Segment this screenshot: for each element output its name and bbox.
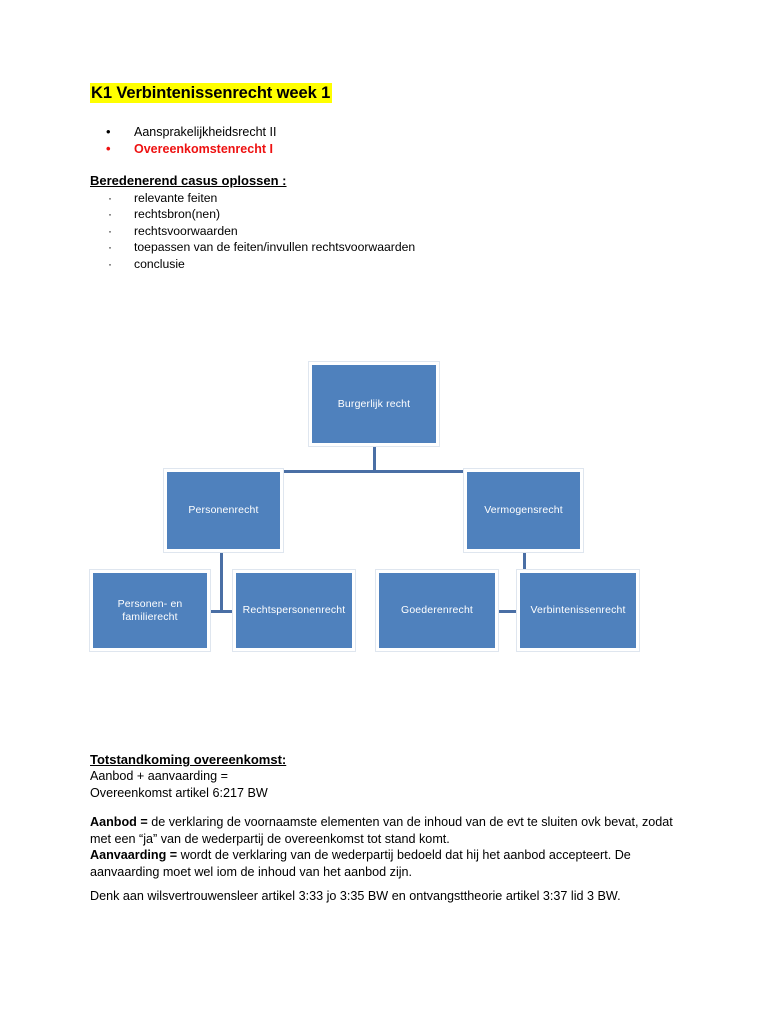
node-goederenrecht[interactable]: Goederenrecht — [375, 569, 499, 652]
casus-steps-list: · relevante feiten · rechtsbron(nen) · r… — [106, 190, 586, 272]
node-label: Rechtspersonenrecht — [242, 604, 346, 616]
list-item: · toepassen van de feiten/invullen recht… — [106, 239, 586, 255]
page-title-text: K1 Verbintenissenrecht week 1 — [90, 83, 333, 103]
step-label: relevante feiten — [134, 191, 218, 205]
node-label: Vermogensrecht — [484, 504, 563, 516]
bullet-icon: • — [106, 141, 111, 156]
step-label: rechtsvoorwaarden — [134, 223, 238, 238]
formula-line-2: Overeenkomst artikel 6:217 BW — [90, 785, 268, 800]
connector-personenrecht-stub — [196, 610, 248, 613]
totstandkoming-heading: Totstandkoming overeenkomst: — [90, 752, 287, 767]
aanvaarding-text: wordt de verklaring van de wederpartij b… — [90, 848, 631, 879]
bullet-icon: · — [108, 223, 112, 238]
node-burgerlijk-recht[interactable]: Burgerlijk recht — [308, 361, 440, 447]
aanvaarding-term: Aanvaarding = — [90, 848, 178, 862]
denk-aan-paragraph: Denk aan wilsvertrouwensleer artikel 3:3… — [90, 889, 621, 903]
topic-label: Overeenkomstenrecht I — [134, 142, 273, 156]
topic-label: Aansprakelijkheidsrecht II — [134, 125, 277, 139]
topics-list: • Aansprakelijkheidsrecht II • Overeenko… — [106, 123, 526, 157]
node-label: Personenrecht — [188, 504, 259, 516]
node-label: Verbintenissenrecht — [530, 604, 626, 616]
step-label: rechtsbron(nen) — [134, 207, 221, 222]
aanbod-term: Aanbod = — [90, 815, 148, 829]
connector-level1-horizontal — [220, 470, 526, 473]
node-label: Personen- en familierecht — [117, 597, 183, 623]
node-label: Goederenrecht — [401, 604, 473, 616]
node-vermogensrecht[interactable]: Vermogensrecht — [463, 468, 584, 553]
list-item: · rechtsbron(nen) — [106, 206, 586, 222]
formula-line-1: Aanbod + aanvaarding = — [90, 769, 228, 783]
node-verbintenissenrecht[interactable]: Verbintenissenrecht — [516, 569, 640, 652]
node-personenrecht[interactable]: Personenrecht — [163, 468, 284, 553]
step-label: conclusie — [134, 256, 185, 271]
connector-personenrecht-vertical — [220, 552, 223, 612]
step-label: toepassen van de feiten/invullen rechtsv… — [134, 240, 416, 255]
overeenkomst-formula: Aanbod + aanvaarding = Overeenkomst arti… — [90, 768, 674, 801]
list-item: • Aansprakelijkheidsrecht II — [106, 123, 526, 140]
list-item: · rechtsvoorwaarden — [106, 223, 586, 239]
bullet-icon: · — [108, 207, 112, 222]
list-item: • Overeenkomstenrecht I — [106, 140, 526, 157]
aanbod-definition: Aanbod = de verklaring de voornaamste el… — [90, 814, 674, 847]
bullet-icon: · — [108, 256, 112, 271]
org-chart-diagram: Burgerlijk recht Personenrecht Vermogens… — [88, 352, 664, 662]
definitions-block: Aanbod = de verklaring de voornaamste el… — [90, 814, 674, 880]
page-title: K1 Verbintenissenrecht week 1 — [90, 83, 333, 103]
list-item: · relevante feiten — [106, 190, 586, 206]
node-personen-en-familierecht[interactable]: Personen- en familierecht — [89, 569, 211, 652]
bullet-icon: · — [108, 191, 112, 205]
casus-heading: Beredenerend casus oplossen : — [90, 173, 287, 188]
node-label: Burgerlijk recht — [337, 397, 411, 410]
bullet-icon: • — [106, 124, 111, 139]
bullet-icon: · — [108, 240, 112, 255]
aanbod-text: de verklaring de voornaamste elementen v… — [90, 815, 673, 846]
list-item: · conclusie — [106, 256, 586, 272]
node-rechtspersonenrecht[interactable]: Rechtspersonenrecht — [232, 569, 356, 652]
aanvaarding-definition: Aanvaarding = wordt de verklaring van de… — [90, 847, 674, 880]
connector-root-vertical — [373, 445, 376, 472]
